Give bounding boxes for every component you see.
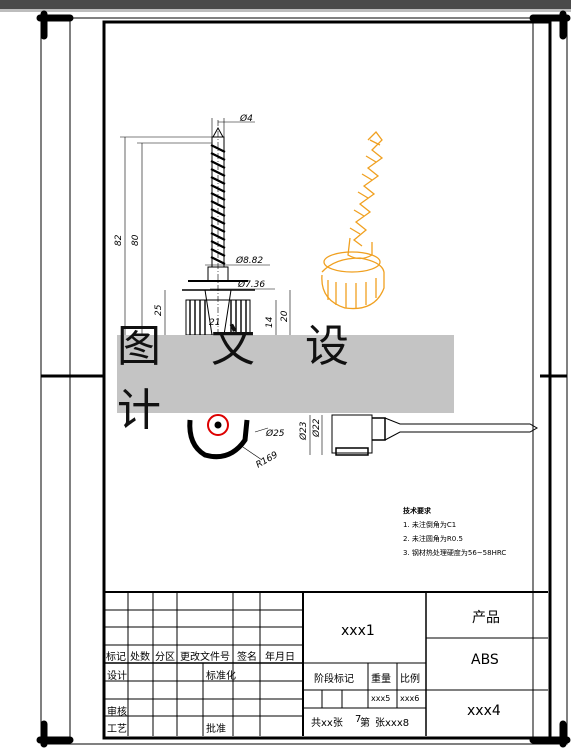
window-top-bar-shadow bbox=[0, 9, 571, 12]
dim-d25: Ø25 bbox=[265, 428, 285, 439]
standardize-label: 标准化 bbox=[206, 671, 236, 682]
screw-3d-render bbox=[321, 131, 385, 310]
dimension-lines bbox=[120, 118, 291, 335]
dim-14: 14 bbox=[265, 316, 275, 328]
product-label: 产品 bbox=[472, 610, 500, 626]
header-count: 处数 bbox=[130, 652, 150, 663]
inner-frame bbox=[102, 20, 552, 740]
dim-20: 20 bbox=[280, 310, 290, 322]
tech-requirement-item: 3. 钢材热处理硬度为56~58HRC bbox=[403, 549, 507, 557]
header-change-doc: 更改文件号 bbox=[180, 652, 230, 663]
tech-requirement-item: 1. 未注倒角为C1 bbox=[403, 521, 457, 529]
screw-side-view bbox=[309, 414, 539, 456]
process-label: 工艺 bbox=[107, 724, 127, 735]
material: ABS bbox=[471, 652, 499, 668]
total-sheets: 共xx张 bbox=[311, 718, 343, 729]
screw-top-view bbox=[187, 414, 269, 461]
watermark-text: 图 文 设 计 bbox=[117, 321, 367, 436]
approve-label: 批准 bbox=[206, 724, 226, 735]
watermark-banner: 图 文 设 计 bbox=[117, 321, 454, 436]
dim-d4: Ø4 bbox=[239, 113, 253, 124]
drawing-number: xxx4 bbox=[467, 703, 501, 719]
header-zone: 分区 bbox=[155, 652, 175, 663]
dim-d23: Ø23 bbox=[298, 421, 309, 441]
dim-d7-36: Ø7.36 bbox=[237, 279, 265, 290]
dim-d8-82: Ø8.82 bbox=[235, 255, 263, 266]
sheet-mid: 7 bbox=[355, 714, 362, 725]
drawing-name: xxx1 bbox=[341, 623, 375, 639]
sheet-number: 张xxx8 bbox=[375, 718, 410, 729]
header-date: 年月日 bbox=[265, 652, 295, 663]
scale-value: xxx6 bbox=[400, 694, 420, 703]
scale-label: 比例 bbox=[400, 674, 420, 685]
header-signature: 签名 bbox=[237, 652, 257, 663]
design-label: 设计 bbox=[107, 671, 127, 682]
sheet-label: 第 bbox=[360, 718, 370, 729]
corner-marks bbox=[36, 10, 571, 748]
stage-label: 阶段标记 bbox=[314, 674, 354, 685]
review-label: 审核 bbox=[107, 707, 127, 718]
tech-requirements: 技术要求 1. 未注倒角为C1 2. 未注圆角为R0.5 3. 钢材热处理硬度为… bbox=[403, 504, 506, 560]
screw-front-view bbox=[182, 120, 255, 340]
weight-label: 重量 bbox=[371, 674, 391, 685]
dim-80: 80 bbox=[131, 234, 141, 246]
outer-border bbox=[40, 17, 568, 745]
dim-82: 82 bbox=[114, 234, 124, 246]
dim-25: 25 bbox=[154, 304, 164, 316]
tech-requirement-item: 2. 未注圆角为R0.5 bbox=[403, 535, 463, 543]
tech-requirements-title: 技术要求 bbox=[403, 507, 431, 515]
window-top-bar bbox=[0, 0, 571, 9]
header-mark: 标记 bbox=[106, 652, 126, 663]
weight-value: xxx5 bbox=[371, 694, 391, 703]
dim-21: 21 bbox=[209, 318, 220, 328]
dim-d22: Ø22 bbox=[311, 418, 322, 438]
